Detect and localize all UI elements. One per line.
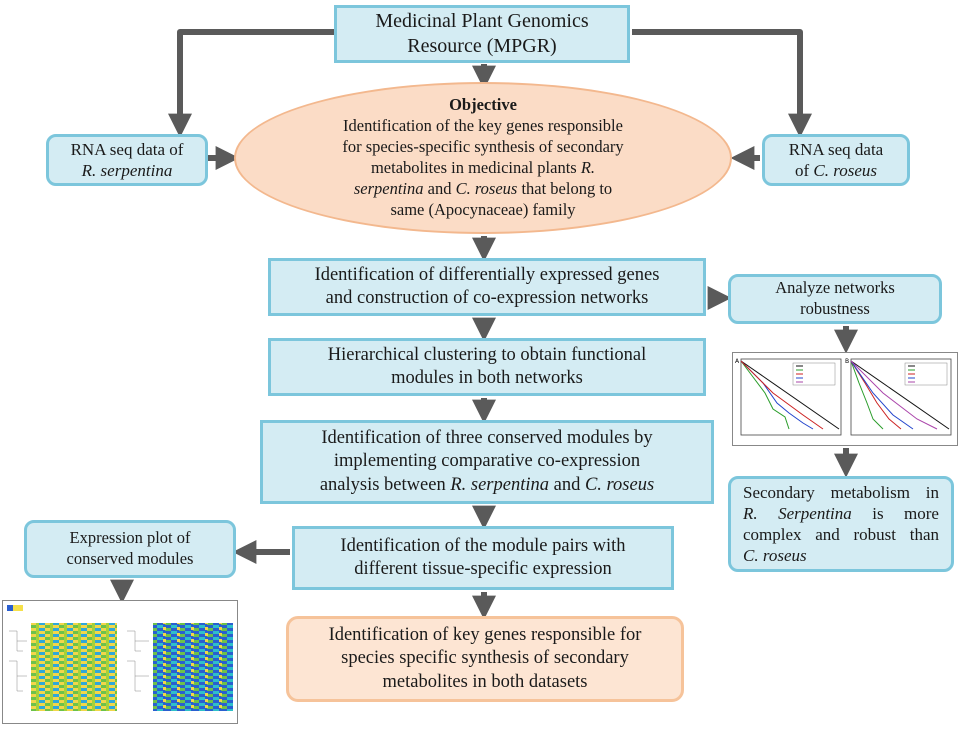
final-box: Identification of key genes responsible …: [286, 616, 684, 702]
objective-line4: serpentina and C. roseus that belong to: [354, 179, 612, 200]
final-line1: Identification of key genes responsible …: [328, 625, 642, 646]
final-line2: species specific synthesis of secondary: [341, 648, 629, 669]
objective-ellipse: Objective Identification of the key gene…: [234, 82, 732, 234]
step4-line2: different tissue-specific expression: [354, 559, 612, 579]
step3-line2: implementing comparative co-expression: [333, 451, 641, 472]
robust-line1: Analyze networks: [775, 278, 895, 298]
step3-line3: analysis between R. serpentina and C. ro…: [320, 474, 654, 497]
step4-box: Identification of the module pairs with …: [292, 526, 674, 590]
step1-box: Identification of differentially express…: [268, 258, 706, 316]
secondary-line4: C. roseus: [743, 546, 807, 566]
secondary-line1: Secondary metabolism in: [743, 482, 939, 502]
rna-right-line2a: of: [794, 161, 814, 180]
objective-line4c: C. roseus: [455, 178, 518, 198]
robustness-plot-graphic: A B: [735, 358, 952, 436]
objective-heading: Objective: [449, 95, 517, 115]
step3-line3d: C. roseus: [584, 474, 655, 495]
heatmap-image: [2, 600, 238, 724]
objective-line4d: that belong to: [517, 178, 613, 198]
rna-right-box: RNA seq data of C. roseus: [762, 134, 910, 186]
step2-box: Hierarchical clustering to obtain functi…: [268, 338, 706, 396]
objective-line2: for species-specific synthesis of second…: [342, 137, 624, 157]
rna-right-line2b: C. roseus: [813, 161, 878, 180]
step3-line1: Identification of three conserved module…: [321, 428, 653, 449]
objective-line4a: serpentina: [353, 178, 424, 198]
heatmap-graphic: [7, 605, 233, 711]
secondary-line3: complex and robust than: [743, 525, 939, 544]
step2-line2: modules in both networks: [391, 368, 583, 388]
robust-box: Analyze networks robustness: [728, 274, 942, 324]
robust-line2: robustness: [800, 299, 870, 318]
mpgr-box: Medicinal Plant Genomics Resource (MPGR): [334, 5, 630, 63]
step3-line3b: R. serpentina: [450, 474, 549, 495]
arrow-mpgr-to-rna-right: [632, 29, 812, 138]
robustness-plot-image: A B: [732, 352, 958, 446]
objective-line3a: metabolites in medicinal plants: [370, 158, 581, 177]
objective-line3: metabolites in medicinal plants R.: [371, 158, 595, 179]
expression-line2: conserved modules: [66, 549, 194, 568]
secondary-line2a: R. Serpentina: [743, 503, 852, 523]
step1-line1: Identification of differentially express…: [314, 264, 660, 285]
svg-text:B: B: [845, 358, 849, 365]
step3-line3c: and: [548, 474, 585, 495]
step4-line1: Identification of the module pairs with: [340, 535, 626, 556]
step3-line3a: analysis between: [319, 474, 451, 495]
rna-left-box: RNA seq data of R. serpentina: [46, 134, 208, 186]
arrow-mpgr-to-rna-left: [168, 29, 336, 138]
final-line3: metabolites in both datasets: [382, 671, 588, 692]
rna-right-line1: RNA seq data: [788, 139, 884, 159]
expression-line1: Expression plot of: [69, 528, 191, 548]
step1-line2: and construction of co-expression networ…: [325, 288, 649, 308]
step2-line1: Hierarchical clustering to obtain functi…: [327, 344, 647, 365]
mpgr-line1: Medicinal Plant Genomics: [375, 10, 589, 32]
step3-box: Identification of three conserved module…: [260, 420, 714, 504]
objective-line1: Identification of the key genes responsi…: [343, 116, 623, 136]
svg-text:A: A: [735, 358, 740, 365]
rna-left-line2: R. serpentina: [81, 161, 173, 180]
mpgr-line2: Resource (MPGR): [407, 35, 557, 57]
objective-line5: same (Apocynaceae) family: [390, 199, 576, 219]
expression-box: Expression plot of conserved modules: [24, 520, 236, 578]
rna-right-line2: of C. roseus: [795, 160, 877, 181]
secondary-line2: R. Serpentina is more: [743, 503, 939, 524]
objective-line4b: and: [423, 178, 456, 198]
secondary-line2b: is more: [851, 503, 939, 523]
rna-left-line1: RNA seq data of: [70, 139, 184, 159]
objective-line3b: R.: [580, 158, 596, 177]
secondary-box: Secondary metabolism in R. Serpentina is…: [728, 476, 954, 572]
